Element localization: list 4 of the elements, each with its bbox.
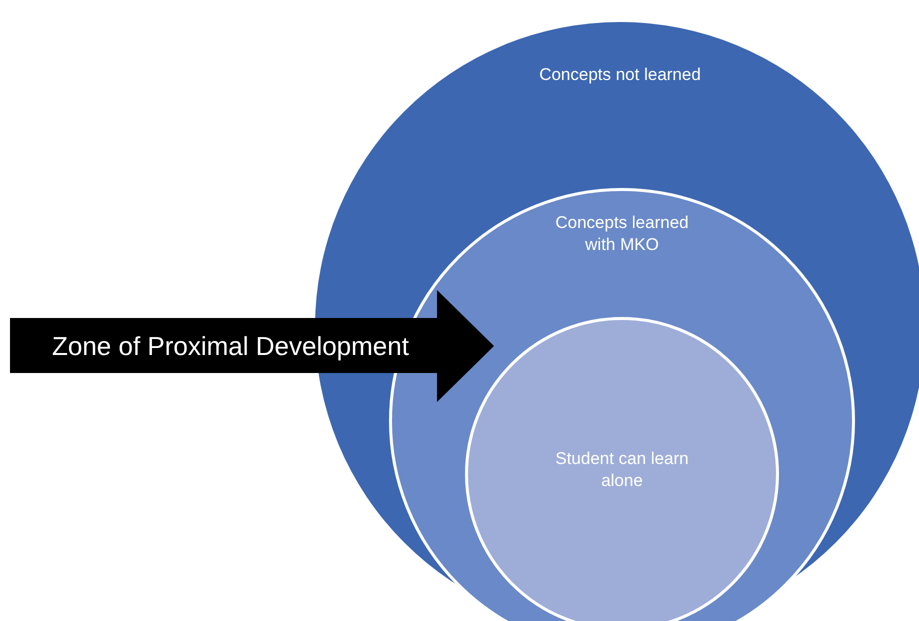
node-label: Zone of Proximal Development	[52, 330, 410, 363]
node-label: Concepts learned with MKO	[554, 212, 690, 256]
node-label: Student can learn alone	[554, 448, 690, 492]
node-label: Concepts not learned	[538, 64, 702, 86]
